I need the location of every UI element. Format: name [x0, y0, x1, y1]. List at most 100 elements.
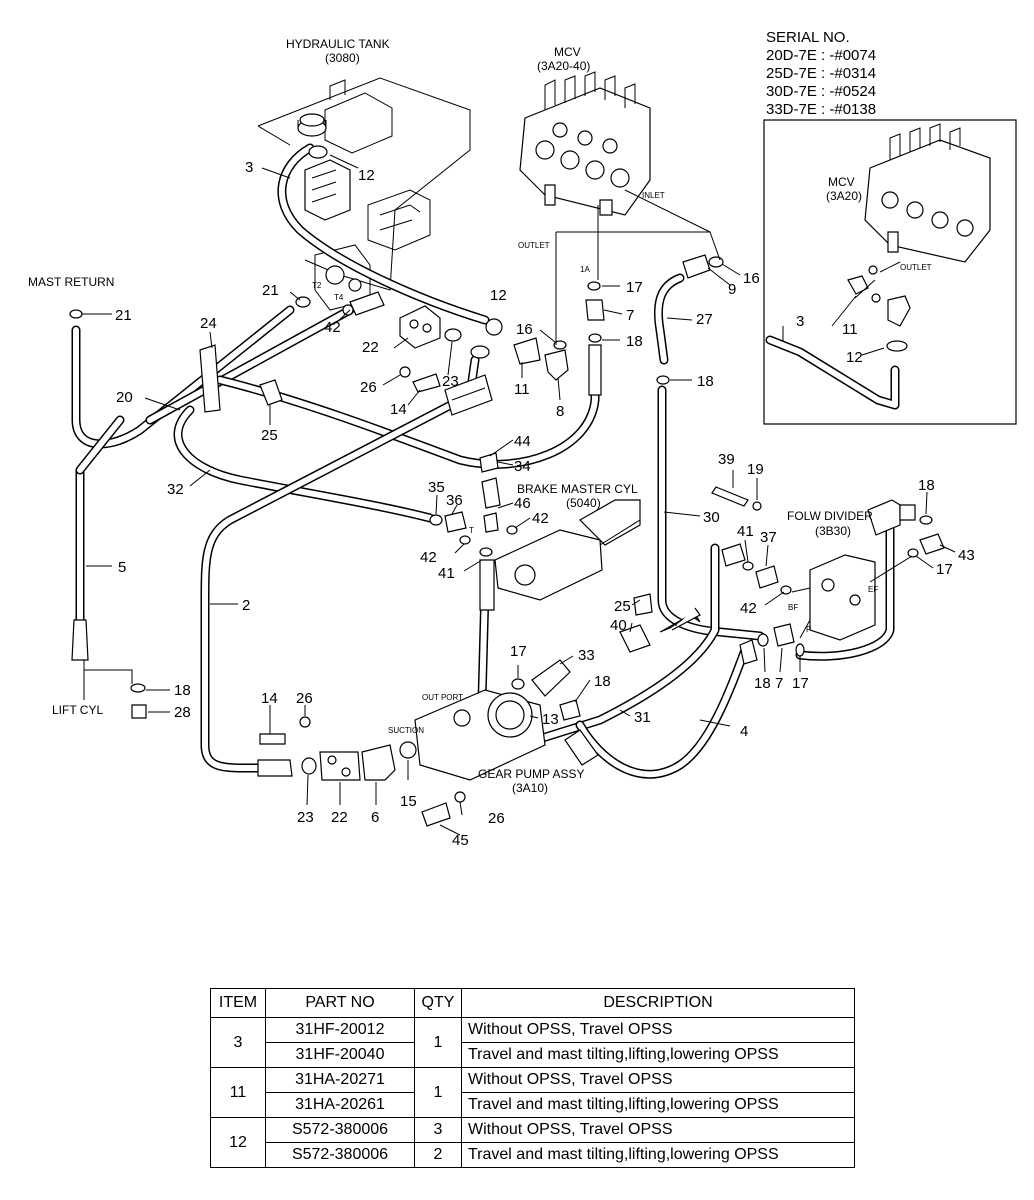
table-row: 31HA-20261 Travel and mast tilting,lifti… [211, 1092, 855, 1118]
callout: 17 [792, 675, 809, 692]
label-port-t: T [469, 526, 474, 535]
label-port-t4: T4 [334, 293, 344, 302]
cell-part-no: 31HA-20271 [265, 1067, 415, 1093]
callout: 42 [532, 510, 549, 527]
table-row: 31HF-20040 Travel and mast tilting,lifti… [211, 1042, 855, 1068]
cell-description: Travel and mast tilting,lifting,lowering… [461, 1092, 855, 1118]
cell-part-no: 31HF-20040 [265, 1042, 415, 1068]
cell-qty: 3 [414, 1117, 462, 1143]
label-out-port: OUT PORT [422, 693, 463, 702]
cell-description: Without OPSS, Travel OPSS [461, 1017, 855, 1043]
label-mcv: MCV [554, 45, 581, 59]
callout: 31 [634, 709, 651, 726]
callout: 16 [516, 321, 533, 338]
callout: 44 [514, 433, 531, 450]
callout: 24 [200, 315, 217, 332]
serial-line-3: 30D-7E : -#0524 [766, 83, 876, 100]
cell-qty: 1 [414, 1067, 462, 1118]
label-port-bf: BF [788, 603, 798, 612]
label-mcv-code: (3A20-40) [537, 59, 590, 73]
label-suction: SUCTION [388, 726, 424, 735]
serial-line-1: 20D-7E : -#0074 [766, 47, 876, 64]
callout: 42 [324, 319, 341, 336]
table-row: 12 S572-380006 3 Without OPSS, Travel OP… [210, 1117, 855, 1168]
callout: 18 [754, 675, 771, 692]
callout: 22 [331, 809, 348, 826]
callout: 27 [696, 311, 713, 328]
cell-part-no: 31HF-20012 [265, 1017, 415, 1043]
table-row: 11 31HA-20271 1 Without OPSS, Travel OPS… [210, 1067, 855, 1118]
label-mcv-inset: MCV [828, 175, 855, 189]
callout: 12 [358, 167, 375, 184]
callout: 39 [718, 451, 735, 468]
callout: 25 [261, 427, 278, 444]
callout: 18 [918, 477, 935, 494]
cell-item: 3 [210, 1017, 266, 1068]
callout: 21 [262, 282, 279, 299]
cell-description: Without OPSS, Travel OPSS [461, 1117, 855, 1143]
mcv-inset-block [765, 123, 991, 410]
callout: 8 [556, 403, 564, 420]
callout: 46 [514, 495, 531, 512]
label-port-1a: 1A [580, 265, 590, 274]
table-row: 3 31HF-20012 1 Without OPSS, Travel OPSS [210, 1017, 855, 1068]
label-flow-divider: FOLW DIVIDER [787, 509, 873, 523]
cell-description: Without OPSS, Travel OPSS [461, 1067, 855, 1093]
label-port-ef: EF [868, 585, 878, 594]
callout: 14 [390, 401, 407, 418]
hydraulic-tank [257, 77, 471, 311]
callout: 18 [174, 682, 191, 699]
callout: 40 [610, 617, 627, 634]
label-port-t2: T2 [312, 281, 322, 290]
table-row: S572-380006 2 Travel and mast tilting,li… [211, 1142, 855, 1168]
callout: 23 [297, 809, 314, 826]
callout: 26 [296, 690, 313, 707]
callout: 22 [362, 339, 379, 356]
callout: 13 [542, 711, 559, 728]
cell-qty: 2 [414, 1142, 462, 1168]
callout: 43 [958, 547, 975, 564]
callout: 33 [578, 647, 595, 664]
fittings [69, 145, 945, 827]
col-header-qty: QTY [414, 988, 462, 1018]
callout: 42 [420, 549, 437, 566]
label-inlet: INLET [642, 191, 665, 200]
callout: 28 [174, 704, 191, 721]
cell-item: 11 [210, 1067, 266, 1118]
callout: 36 [446, 492, 463, 509]
col-header-part-no: PART NO [265, 988, 415, 1018]
cell-qty: 1 [414, 1017, 462, 1068]
callout: 19 [747, 461, 764, 478]
label-gear-pump-code: (3A10) [512, 781, 548, 795]
callout-numbers: 3 12 21 21 24 42 22 20 26 23 14 25 12 16… [115, 159, 975, 849]
label-lift-cyl: LIFT CYL [52, 703, 103, 717]
callout: 42 [740, 600, 757, 617]
mcv-valve-block [519, 71, 651, 216]
callout: 12 [846, 349, 863, 366]
label-port-p: P [806, 625, 811, 634]
callout: 16 [743, 270, 760, 287]
callout: 32 [167, 481, 184, 498]
callout: 21 [115, 307, 132, 324]
cell-description: Travel and mast tilting,lifting,lowering… [461, 1142, 855, 1168]
label-outlet: OUTLET [518, 241, 550, 250]
callout: 26 [488, 810, 505, 827]
callout: 35 [428, 479, 445, 496]
hydraulic-piping-diagram: SERIAL NO. 20D-7E : -#0074 25D-7E : -#03… [28, 29, 1017, 849]
serial-line-2: 25D-7E : -#0314 [766, 65, 876, 82]
callout: 41 [438, 565, 455, 582]
callout: 37 [760, 529, 777, 546]
callout: 25 [614, 598, 631, 615]
callout: 4 [740, 723, 748, 740]
label-outlet-inset: OUTLET [900, 263, 932, 272]
callout: 7 [775, 675, 783, 692]
label-hydraulic-tank-code: (3080) [325, 51, 360, 65]
callout: 20 [116, 389, 133, 406]
label-brake-master-cyl-code: (5040) [566, 496, 601, 510]
callout: 3 [245, 159, 253, 176]
callout: 17 [936, 561, 953, 578]
callout: 18 [697, 373, 714, 390]
callout: 26 [360, 379, 377, 396]
col-header-description: DESCRIPTION [461, 988, 855, 1018]
cell-item: 12 [210, 1117, 266, 1168]
